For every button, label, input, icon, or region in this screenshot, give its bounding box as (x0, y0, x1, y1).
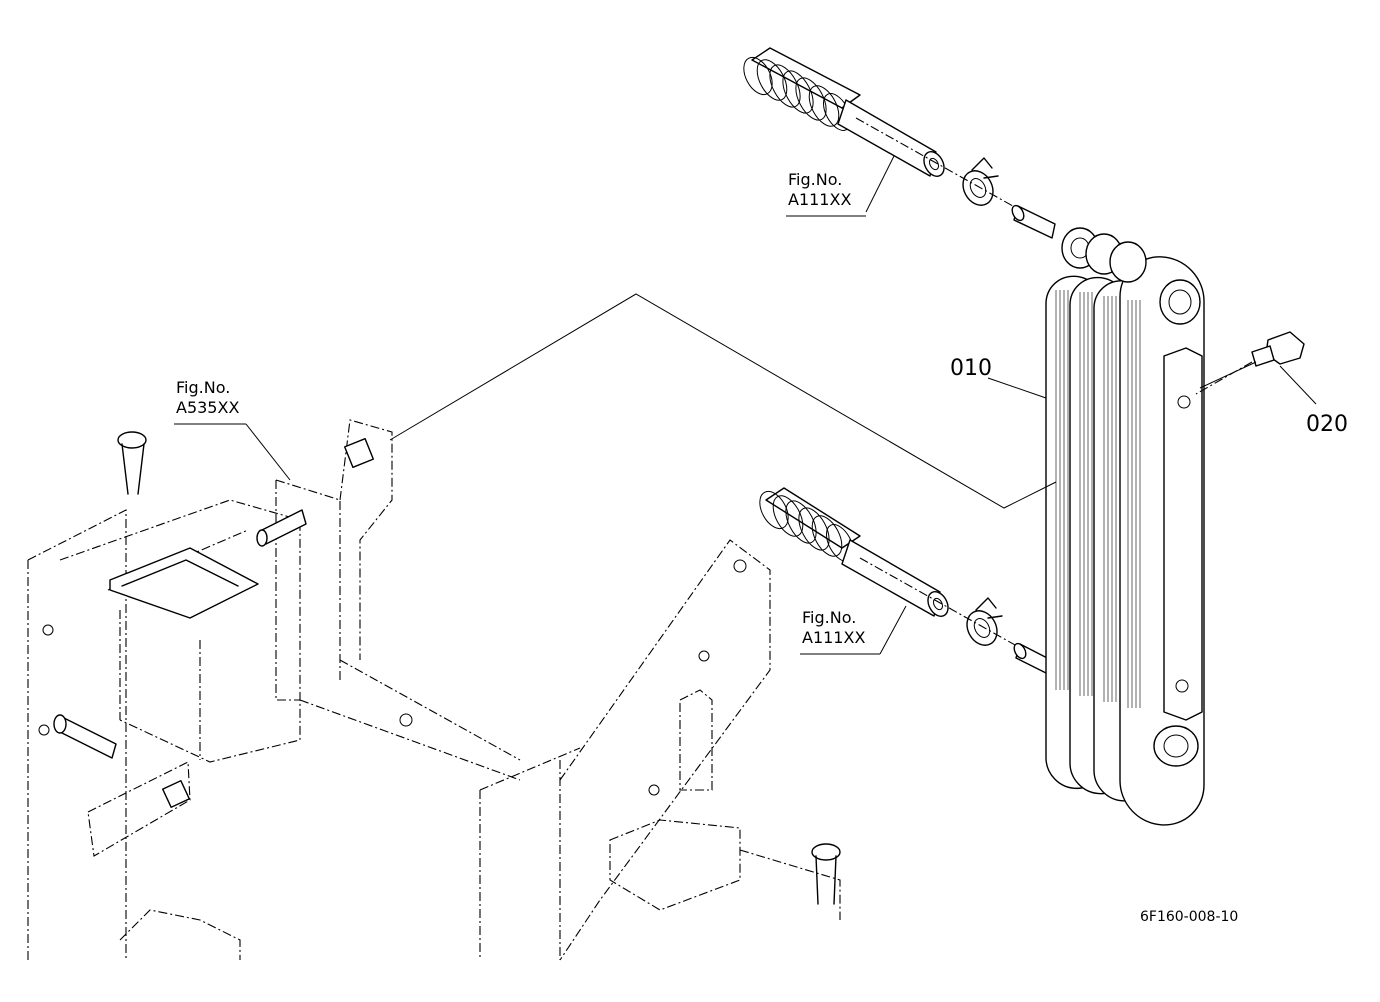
fig-ref-number: A535XX (176, 398, 240, 417)
fig-ref-caption: Fig.No. (802, 608, 857, 627)
fig-ref-number: A111XX (788, 190, 852, 209)
part-number-020[interactable]: 020 (1306, 412, 1348, 437)
fig-ref-number: A111XX (802, 628, 866, 647)
fig-ref-frame[interactable]: Fig.No. A535XX (176, 378, 239, 418)
drawing-code: 6F160-008-10 (1140, 909, 1239, 925)
bolt (1195, 331, 1305, 395)
part-number-010[interactable]: 010 (950, 356, 992, 381)
leader-lines (174, 155, 1317, 655)
fig-ref-upper-hose[interactable]: Fig.No. A111XX (788, 170, 851, 210)
fig-ref-caption: Fig.No. (176, 378, 231, 397)
fig-ref-lower-hose[interactable]: Fig.No. A111XX (802, 608, 865, 648)
lower-hose (759, 487, 1056, 677)
fig-ref-caption: Fig.No. (788, 170, 843, 189)
upper-hose (743, 47, 1056, 239)
frame (27, 419, 841, 961)
oil-cooler (1045, 227, 1205, 826)
